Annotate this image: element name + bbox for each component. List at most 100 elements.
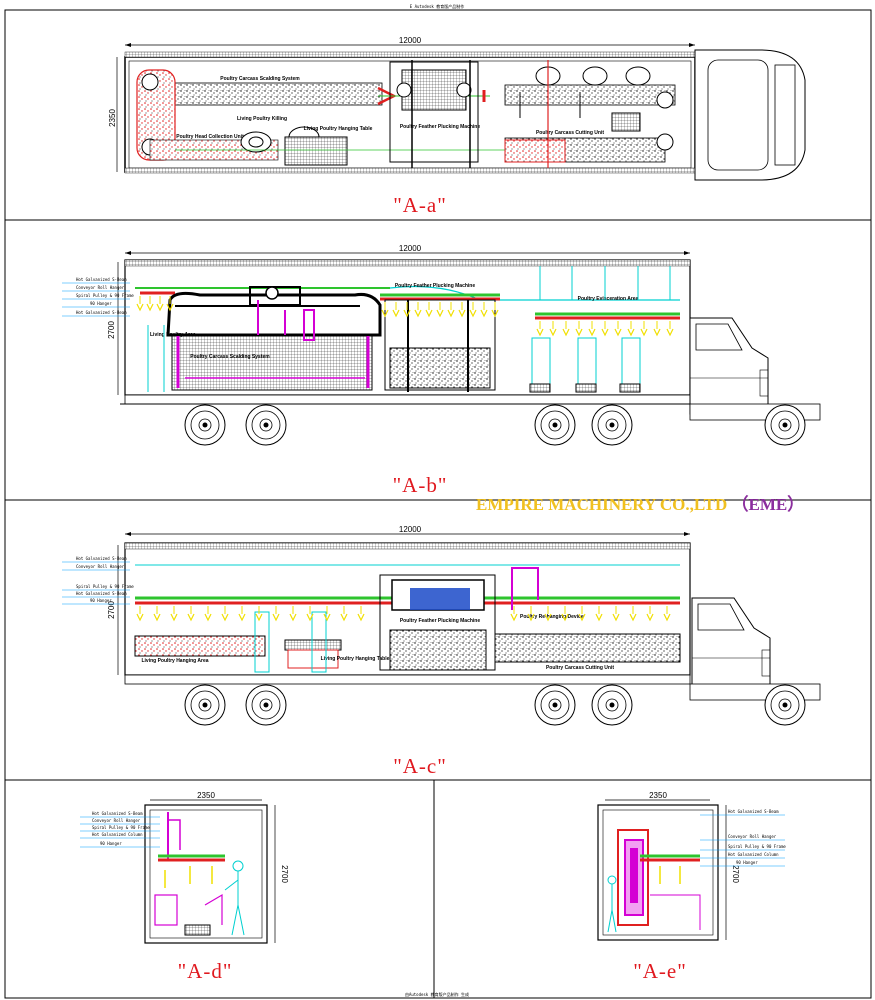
shackle	[272, 605, 280, 621]
d-label-5: 90 Hanger	[100, 841, 122, 846]
shackle	[136, 295, 144, 311]
shackle	[340, 605, 348, 621]
shackle	[612, 605, 620, 621]
d-worker	[224, 860, 245, 936]
shackle	[469, 301, 477, 317]
panel-b-elevation: 12000 2700 Hot Galvanized S-Beam Conveyo…	[62, 244, 821, 497]
panel-c-dim-height: 2700	[107, 601, 116, 619]
shackle	[575, 320, 583, 336]
panel-e-dim-width: 2350	[649, 791, 667, 800]
header-title: E Autodesk 教育版产品制作	[410, 3, 465, 9]
e-machine	[617, 829, 649, 926]
panel-c-rail-callouts: Hot Galvanized S-Beam Conveyor Roll Hang…	[62, 556, 134, 605]
b-truck-cab	[689, 317, 769, 415]
shackle	[562, 320, 570, 336]
label-cutting-unit: Poultry Carcass Cutting Unit	[536, 130, 604, 136]
shackle	[629, 605, 637, 621]
scalding-system-side	[171, 334, 373, 391]
shackle	[663, 605, 671, 621]
shackle	[392, 301, 400, 317]
shackle	[653, 320, 661, 336]
shackle	[187, 605, 195, 621]
d-label-3: Spiral Pulley & 90 Frame	[92, 825, 150, 830]
shackle	[627, 320, 635, 336]
shackle	[595, 605, 603, 621]
footer-note: 由Autodesk 教育版产品制作 生成	[405, 991, 469, 997]
c-label-plucking: Poultry Feather Plucking Machine	[400, 618, 481, 624]
d-label-1: Hot Galvanized S-Beam	[92, 811, 143, 816]
b-label-plucking: Poultry Feather Plucking Machine	[395, 283, 476, 289]
plucking-machine-plan	[389, 61, 479, 163]
shackle	[204, 605, 212, 621]
watermark-text: EMPIRE MACHINERY CO.,LTD	[476, 495, 727, 514]
b-label-scalding: Poultry Carcass Scalding System	[190, 354, 270, 360]
label-feather-plucking: Poultry Feather Plucking Machine	[400, 124, 481, 130]
b-rail-label-4: 90 Hanger	[90, 301, 112, 306]
c-rail-label-1: Hot Galvanized S-Beam	[76, 556, 127, 561]
hanging-table	[284, 136, 348, 166]
shackle	[146, 295, 154, 311]
c-rail-label-4: Hot Galvanized S-Beam	[76, 591, 127, 596]
panel-c-dim-length: 12000	[399, 525, 422, 534]
panel-a-dim-width: 2350	[108, 109, 117, 127]
shackle	[588, 320, 596, 336]
shackle	[436, 301, 444, 317]
shackle	[156, 295, 164, 311]
b-rail-label-5: Hot Galvanized S-Beam	[76, 310, 127, 315]
watermark-suffix: （EME）	[732, 494, 805, 514]
panel-e-section: 2350 2700 Hot Galvanized S-Beam Conveyor…	[597, 791, 786, 983]
label-hanging-table: Living Poultry Hanging Table	[304, 126, 373, 132]
e-label-3: Spiral Pulley & 90 Frame	[728, 844, 786, 849]
shackle	[170, 605, 178, 621]
e-worker	[607, 875, 617, 933]
d-label-4: Hot Galvanized Column	[92, 832, 143, 837]
sheet-border	[4, 9, 872, 999]
b-label-evisceration: Poultry Evisceration Area	[578, 296, 639, 302]
c-label-living: Living Poultry Hanging Area	[141, 658, 208, 664]
label-head-collection: Poultry Head Collection Unit	[176, 134, 244, 140]
panel-c-elevation: 12000 2700 Hot Galvanized S-Beam Conveyo…	[62, 525, 821, 778]
shackle	[601, 320, 609, 336]
shackle	[614, 320, 622, 336]
d-label-2: Conveyor Roll Hanger	[92, 818, 141, 823]
shackle	[221, 605, 229, 621]
panel-d-caption: "A-d"	[178, 959, 233, 983]
shackle	[323, 605, 331, 621]
e-label-4: Hot Galvanized Column	[728, 852, 779, 857]
shackle	[549, 320, 557, 336]
c-rail-label-3: Spiral Pulley & 90 Frame	[76, 584, 134, 589]
shackle	[425, 301, 433, 317]
shackle	[458, 301, 466, 317]
panel-a-plan: 12000 2350 Poultry Carcass Scalding Syst…	[108, 36, 806, 217]
shackle	[289, 605, 297, 621]
label-scalding: Poultry Carcass Scalding System	[220, 76, 300, 82]
panel-d-dim-height: 2700	[280, 865, 289, 883]
panel-d-dim-width: 2350	[197, 791, 215, 800]
c-label-transfer: Poultry Re-hanging Device	[520, 614, 584, 620]
shackle	[255, 605, 263, 621]
b-rail-label-1: Hot Galvanized S-Beam	[76, 277, 127, 282]
c-hanging-table	[284, 639, 342, 651]
b-label-living: Living Poultry Area	[150, 332, 196, 338]
shackle	[414, 301, 422, 317]
e-label-5: 90 Hanger	[736, 860, 758, 865]
shackle	[153, 605, 161, 621]
panel-b-caption: "A-b"	[393, 473, 448, 497]
shackle	[640, 320, 648, 336]
shackle	[136, 605, 144, 621]
shackle	[646, 605, 654, 621]
shackle	[357, 605, 365, 621]
shackle	[666, 320, 674, 336]
label-living-killing: Living Poultry Killing	[237, 116, 287, 122]
c-truck-cab	[691, 597, 771, 695]
panel-a-caption: "A-a"	[393, 193, 447, 217]
shackle	[480, 301, 488, 317]
c-rail-label-5: 90 Hanger	[90, 598, 112, 603]
e-label-1: Hot Galvanized S-Beam	[728, 809, 779, 814]
plucking-machine-side	[384, 299, 496, 391]
panel-b-dim-length: 12000	[399, 244, 422, 253]
e-label-2: Conveyor Roll Hanger	[728, 834, 777, 839]
truck-cab-plan	[694, 49, 806, 181]
shackle	[447, 301, 455, 317]
